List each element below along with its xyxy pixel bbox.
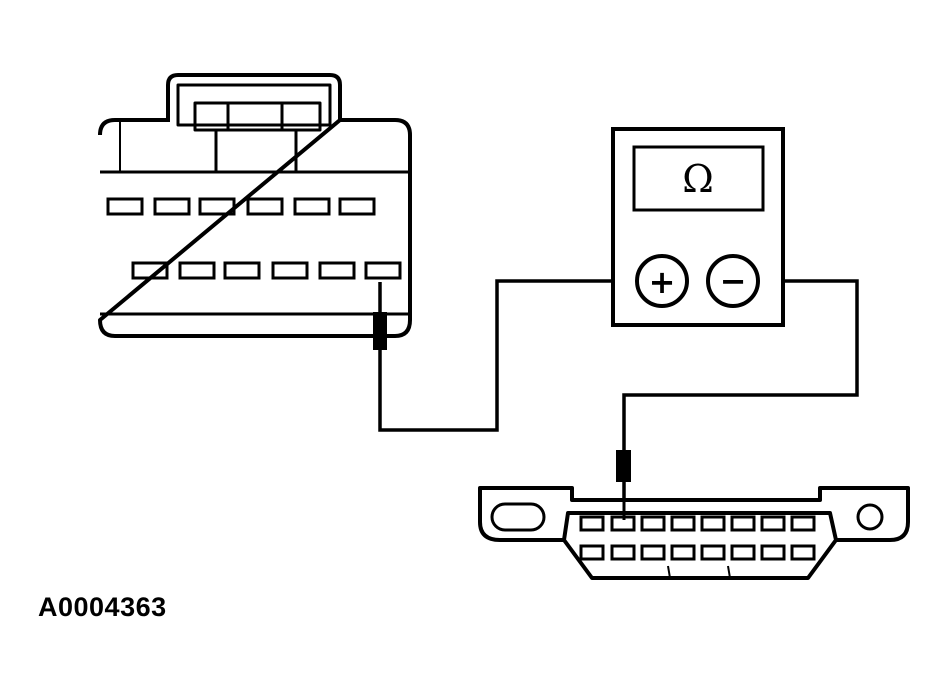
harness-cavity-row-upper	[106, 197, 376, 216]
dlc-pin-row-upper	[579, 515, 816, 532]
figure-id-label: A0004363	[38, 592, 167, 622]
data-link-connector	[478, 486, 910, 580]
negative-terminal-icon	[706, 254, 760, 308]
ohmmeter: Ω + −	[611, 127, 785, 327]
harness-connector	[98, 73, 412, 338]
probe-tip-positive	[373, 300, 387, 350]
harness-cavity-row-lower	[131, 261, 402, 280]
ohm-symbol: Ω	[682, 157, 714, 201]
negative-terminal-label: −	[720, 262, 747, 300]
positive-terminal-label: +	[649, 263, 676, 301]
test-lead-positive	[378, 279, 638, 432]
positive-terminal-icon	[635, 254, 689, 308]
meter-display	[632, 145, 765, 212]
test-lead-negative	[622, 279, 859, 505]
dlc-pin-row-lower	[579, 544, 816, 561]
